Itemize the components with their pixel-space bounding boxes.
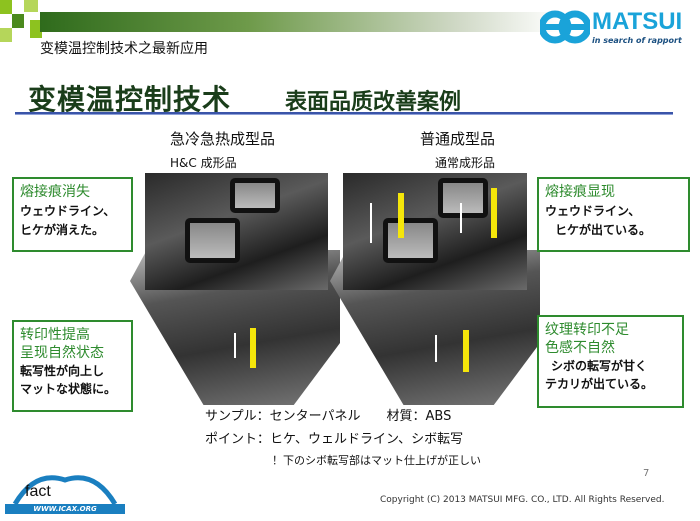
callout-normal-weld: 熔接痕显现 ウェウドライン、 ヒケが出ている。 (537, 177, 690, 252)
matsui-logo-text: MATSUI (592, 8, 683, 35)
callout-jp: テカリが出ている。 (545, 377, 654, 391)
callout-jp: ヒケが出ている。 (555, 223, 652, 237)
white-arrow-icon (234, 333, 236, 358)
svg-text:fact: fact (25, 483, 51, 500)
icax-logo-mark-icon: fact (12, 475, 118, 506)
callout-zh: 转印性提高 (20, 327, 90, 343)
callout-zh: 色感不自然 (545, 340, 615, 356)
callout-jp: ウェウドライン、 (545, 204, 641, 218)
icax-url: WWW.ICAX.ORG (5, 504, 125, 514)
callout-normal-texture: 纹理转印不足 色感不自然 シボの転写が甘く テカリが出ている。 (537, 315, 684, 408)
yellow-arrow-icon (463, 330, 469, 372)
callout-hc-texture: 转印性提高 呈现自然状态 転写性が向上し マットな状態に。 (12, 320, 133, 412)
callout-jp: ウェウドライン、 (20, 204, 116, 218)
remark-note: ！下のシボ転写部はマット仕上げが正しい (272, 454, 481, 467)
callout-zh: 纹理转印不足 (545, 322, 629, 338)
callout-zh: 熔接痕显现 (545, 184, 615, 200)
callout-zh: 熔接痕消失 (20, 184, 90, 200)
matsui-logo-mark-icon (540, 10, 590, 44)
matsui-tagline: in search of rapport (592, 36, 682, 45)
callout-jp: 転写性が向上し (20, 364, 105, 378)
callout-zh: 呈现自然状态 (20, 345, 104, 361)
page-subtitle: 表面品质改善案例 (285, 90, 462, 115)
header-subtitle: 变模温控制技术之最新应用 (40, 41, 208, 57)
matsui-logo: MATSUI in search of rapport (540, 8, 690, 48)
callout-jp: ヒケが消えた。 (20, 223, 105, 237)
callout-hc-weld: 熔接痕消失 ウェウドライン、 ヒケが消えた。 (12, 177, 133, 252)
column-heading-hc: 急冷急热成型品 (170, 130, 276, 148)
callout-jp: シボの転写が甘く (551, 359, 648, 373)
sample-note: サンプル：センターパネル 材質：ABS (205, 409, 452, 424)
column-heading-normal: 普通成型品 (420, 130, 496, 148)
page-title: 变模温控制技术 (28, 83, 232, 116)
page-number: 7 (643, 468, 650, 479)
icax-logo: fact WWW.ICAX.ORG (5, 470, 125, 515)
normal-part-photo-closeup (343, 173, 527, 290)
callout-jp: マットな状態に。 (20, 382, 117, 396)
hc-part-photo-closeup (145, 173, 328, 290)
point-note: ポイント：ヒケ、ウェルドライン、シボ転写 (205, 432, 464, 447)
title-divider (15, 112, 673, 115)
white-arrow-icon (435, 335, 437, 362)
yellow-arrow-icon (250, 328, 256, 368)
column-subheading-hc: H&C 成形品 (170, 156, 237, 170)
column-subheading-normal: 通常成形品 (435, 156, 496, 170)
header-gradient-bar (40, 12, 560, 32)
copyright: Copyright (C) 2013 MATSUI MFG. CO., LTD.… (380, 495, 665, 505)
